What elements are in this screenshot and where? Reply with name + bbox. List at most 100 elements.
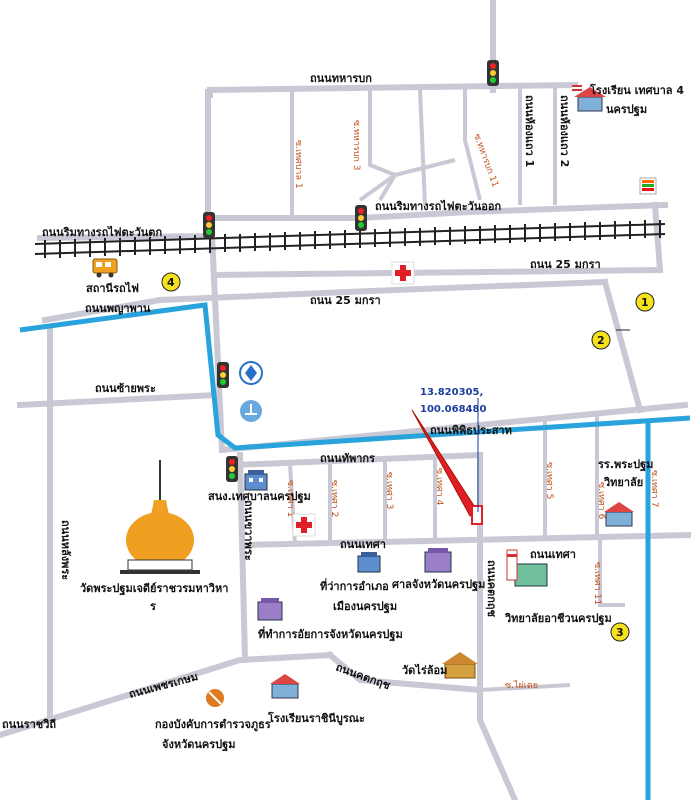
canals [19, 302, 691, 800]
label-thaphakon: ถนนทัพากร [320, 452, 375, 465]
bank-icon [239, 361, 263, 385]
label-soi-thetsa11: ซ.เทศา 11 [592, 562, 602, 605]
road-25-jan-east [211, 266, 664, 279]
stupa-icon [120, 460, 200, 574]
label-temple-a: วัดพระปฐมเจดีย์ราชวรมหาวิหา [80, 582, 228, 596]
building-icon [357, 552, 381, 573]
label-prosecutor: ที่ทำการอัยการจังหวัดนครปฐม [258, 626, 403, 642]
label-soi-thetsa1: ซ.เทศา 1 [285, 480, 295, 517]
road-rim-east [205, 201, 669, 221]
road-phaya-phan [41, 296, 164, 324]
marker-1: 1 [635, 292, 655, 312]
traffic-light-icon [203, 212, 215, 238]
road-right-vertical [651, 201, 664, 274]
label-25-jan-mid: ถนน 25 มกรา [310, 294, 381, 307]
road-central-vertical [208, 231, 226, 454]
label-district-b: เมืองนครปฐม [333, 600, 397, 614]
traffic-light-icon [217, 362, 229, 388]
label-thaharnbok: ถนนทหารบก [310, 72, 372, 85]
label-soi-thetsa2: ซ.เทศา 2 [329, 480, 339, 517]
marker-1-label: 1 [641, 296, 649, 309]
coord-lon: 100.068480 [420, 404, 486, 415]
road-thetsa [241, 531, 691, 549]
label-police-b: จังหวัดนครปฐม [162, 738, 235, 752]
label-phiphit: ถนนพิพิธประสาท [430, 424, 512, 437]
label-thetsa-east: ถนนเทศา [530, 548, 576, 561]
location-pin: 13.820305, 100.068480 [411, 387, 486, 525]
marker-3: 3 [610, 622, 630, 642]
label-school-ratchini: โรงเรียนราชินีบูรณะ [267, 711, 365, 726]
label-hongtaew1: ถนนห้องแถว 1 [523, 95, 536, 167]
label-station: สถานีรถไฟ [86, 281, 139, 295]
soi-phaitoei [479, 683, 571, 692]
soi-thaharnbok-a [418, 89, 427, 206]
hospital-icon [391, 261, 415, 285]
label-pra-pathom-b: วิทยาลัย [603, 476, 643, 489]
label-thetsa-main: ถนนเทศา [340, 538, 386, 551]
label-soi-thetsa4: ซ.เทศา 4 [434, 468, 444, 506]
school-icon [506, 549, 548, 587]
canal-main [19, 302, 691, 451]
label-phaya-phan: ถนนพญาพาน [85, 302, 151, 315]
label-soi-phaitoei: ซ.ไผ่เตย [505, 680, 538, 691]
label-soi-thetsaban1: ซ.เทศบาล 1 [293, 140, 303, 189]
label-soi-thetsa5: ซ.เทศา 5 [544, 462, 554, 499]
building-icon [244, 470, 268, 491]
label-rim-east: ถนนริมทางรถไฟตะวันออก [375, 199, 502, 213]
school-icon [604, 502, 634, 527]
label-rim-west: ถนนริมทางรถไฟตะวันตก [42, 225, 162, 239]
label-hongtaew2: ถนนห้องแถว 2 [558, 95, 571, 167]
marker-2: 2 [591, 330, 611, 350]
school-icon [572, 85, 606, 112]
coord-lat: 13.820305, [420, 387, 483, 398]
label-phetkasem: ถนนเพชรเกษม [127, 670, 199, 701]
building-icon [424, 548, 452, 573]
soi-thaharnbok3 [368, 88, 398, 202]
marker-4: 4 [161, 272, 181, 292]
label-soi-thetsa3: ซ.เทศา 3 [384, 472, 394, 509]
label-wat-rai-lom: วัดไร่ล้อม [402, 663, 447, 677]
building-icon [257, 598, 283, 621]
road-sai-phra [16, 391, 219, 409]
marker-3-label: 3 [616, 626, 624, 639]
label-kotchkrit: ถนนคตกฤช [334, 661, 392, 693]
soi-thaharnbok11 [463, 88, 482, 201]
road-25-jan-mid [156, 278, 609, 304]
label-25-jan-east: ถนน 25 มกรา [530, 258, 601, 271]
label-district-a: ที่ว่าการอำเภอ [320, 578, 389, 593]
label-court: ศาลจังหวัดนครปฐม [392, 578, 485, 592]
school-icon [270, 674, 300, 699]
seven-eleven-icon [639, 177, 657, 195]
police-icon [206, 689, 224, 707]
label-sai-phra: ถนนซ้ายพระ [95, 382, 156, 395]
traffic-light-icon [355, 205, 367, 231]
soi-diagonal [358, 158, 456, 202]
road-khwa-phra [236, 451, 249, 664]
road-right-diagonal [601, 278, 644, 414]
label-pra-pathom-a: รร.พระปฐม [598, 458, 653, 472]
label-municipal: สนง.เทศบาลนครปฐม [208, 490, 311, 504]
traffic-light-icon [487, 60, 499, 86]
hospital-icon [292, 513, 316, 537]
road-kotchkrit [325, 650, 484, 694]
road-phetkasem [0, 651, 334, 739]
marker-4-label: 4 [167, 276, 175, 289]
label-soi-thetsa6: ซ.เทศา 6 [596, 482, 606, 520]
label-soi-thaharnbok3: ซ.ทหารบก 3 [351, 120, 361, 170]
label-temple-b: ร [150, 600, 156, 613]
marker-2-label: 2 [597, 334, 605, 347]
bank-icon [240, 400, 262, 422]
label-soi-thetsa7: ซ.เทศา 7 [649, 470, 659, 507]
label-police-a: กองบังคับการตำรวจภูธร [155, 718, 271, 732]
road-kotchkrit-vertical [477, 452, 519, 800]
traffic-lights [203, 60, 499, 482]
label-ratchawithi: ถนนราชวิถี [2, 718, 56, 731]
soi-thetsa11 [598, 540, 625, 607]
railway [34, 220, 666, 258]
label-lang-phra: ถนนหลังพระ [59, 520, 72, 580]
label-khwa-phra: ถนนขวาพระ [242, 500, 255, 561]
label-kotchkrit-vertical: ถนนคตกฤช [485, 560, 498, 618]
label-school-thetsaban4-b: นครปฐม [606, 103, 647, 117]
